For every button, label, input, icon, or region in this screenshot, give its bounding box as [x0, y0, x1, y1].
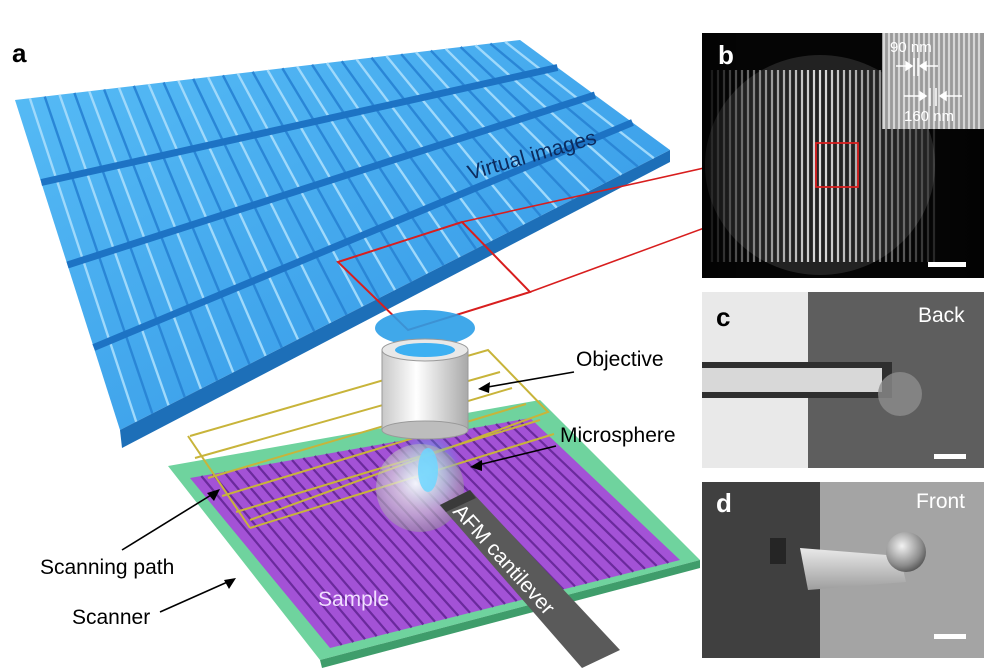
objective-lens: [381, 338, 469, 440]
inset-dim-bottom: 160 nm: [904, 108, 954, 125]
sample-ridge: [223, 471, 366, 640]
scanner-arrow: [159, 579, 233, 613]
panel-c-tag: Back: [918, 304, 965, 327]
panel-d-sphere: [886, 532, 926, 572]
sample-ridge: [234, 469, 378, 637]
microsphere-arrow: [473, 445, 557, 467]
panel-d-dark-region: [702, 482, 820, 658]
grating-row-line: [66, 91, 597, 269]
panel-b-roi-box: [815, 142, 859, 188]
panel-d-tag: Front: [916, 490, 965, 513]
panel-b: 90 nm 160 nm b: [702, 33, 984, 278]
panel-d-cantilever: [800, 548, 906, 590]
virtual-images-grating: [15, 40, 670, 448]
panel-d-label: d: [716, 488, 732, 518]
sample-ridge: [268, 463, 413, 629]
sample-ridge: [245, 467, 390, 635]
sample-ridge: [517, 419, 670, 564]
sample-ridge: [211, 473, 355, 643]
scanner-arrowhead: [224, 578, 236, 589]
scanning-path-arrow: [121, 491, 217, 551]
microsphere-label: Microsphere: [560, 424, 676, 447]
sample-ridge: [472, 427, 623, 576]
focused-light: [418, 448, 438, 492]
sample-ridge: [336, 451, 483, 611]
sample-ridge: [313, 455, 460, 617]
light-spot: [375, 310, 475, 346]
panel-d-shadow: [770, 538, 786, 564]
objective-label: Objective: [576, 348, 664, 371]
panel-c-cantilever: [702, 368, 882, 392]
panel-b-label: b: [718, 40, 734, 70]
scanner-label: Scanner: [72, 606, 150, 629]
panel-c-sphere: [878, 372, 922, 416]
objective-arrowhead: [478, 382, 490, 393]
microsphere-arrowhead: [470, 460, 482, 471]
panel-a-label: a: [12, 38, 27, 68]
grating-row-line: [92, 119, 634, 351]
microsphere: [376, 444, 464, 532]
panel-c-scalebar: [934, 454, 966, 459]
panel-c: c Back: [702, 292, 984, 468]
scanner-edge: [320, 560, 700, 668]
grating-row-lines: [40, 64, 634, 351]
sample-ridge: [200, 475, 343, 646]
inset-dim-top: 90 nm: [890, 39, 932, 56]
sample-ridge: [279, 461, 425, 626]
sample-ridge: [438, 433, 588, 585]
sample-ridge: [506, 421, 658, 567]
panel-a: a Virtual images Sample: [12, 38, 817, 668]
sample-ridge: [257, 465, 401, 632]
virtual-images-edge: [120, 150, 670, 448]
sample-ridge: [449, 431, 600, 582]
afm-cantilever: [440, 490, 620, 668]
sample-ridge: [495, 423, 646, 570]
scanning-path-label: Scanning path: [40, 556, 174, 579]
panel-b-scalebar: [928, 262, 966, 267]
grating-row-line: [40, 64, 559, 186]
scanning-path-arrowhead: [207, 489, 220, 501]
inset-stripes: [882, 33, 981, 129]
panel-d: d Front: [702, 482, 984, 658]
sample-ridge: [325, 453, 471, 614]
inset-dim-markers: [896, 58, 962, 106]
sample-label: Sample: [318, 588, 389, 611]
panel-c-label: c: [716, 302, 730, 332]
sample-ridge: [483, 425, 635, 573]
objective-arrow: [481, 371, 575, 389]
panel-d-scalebar: [934, 634, 966, 639]
